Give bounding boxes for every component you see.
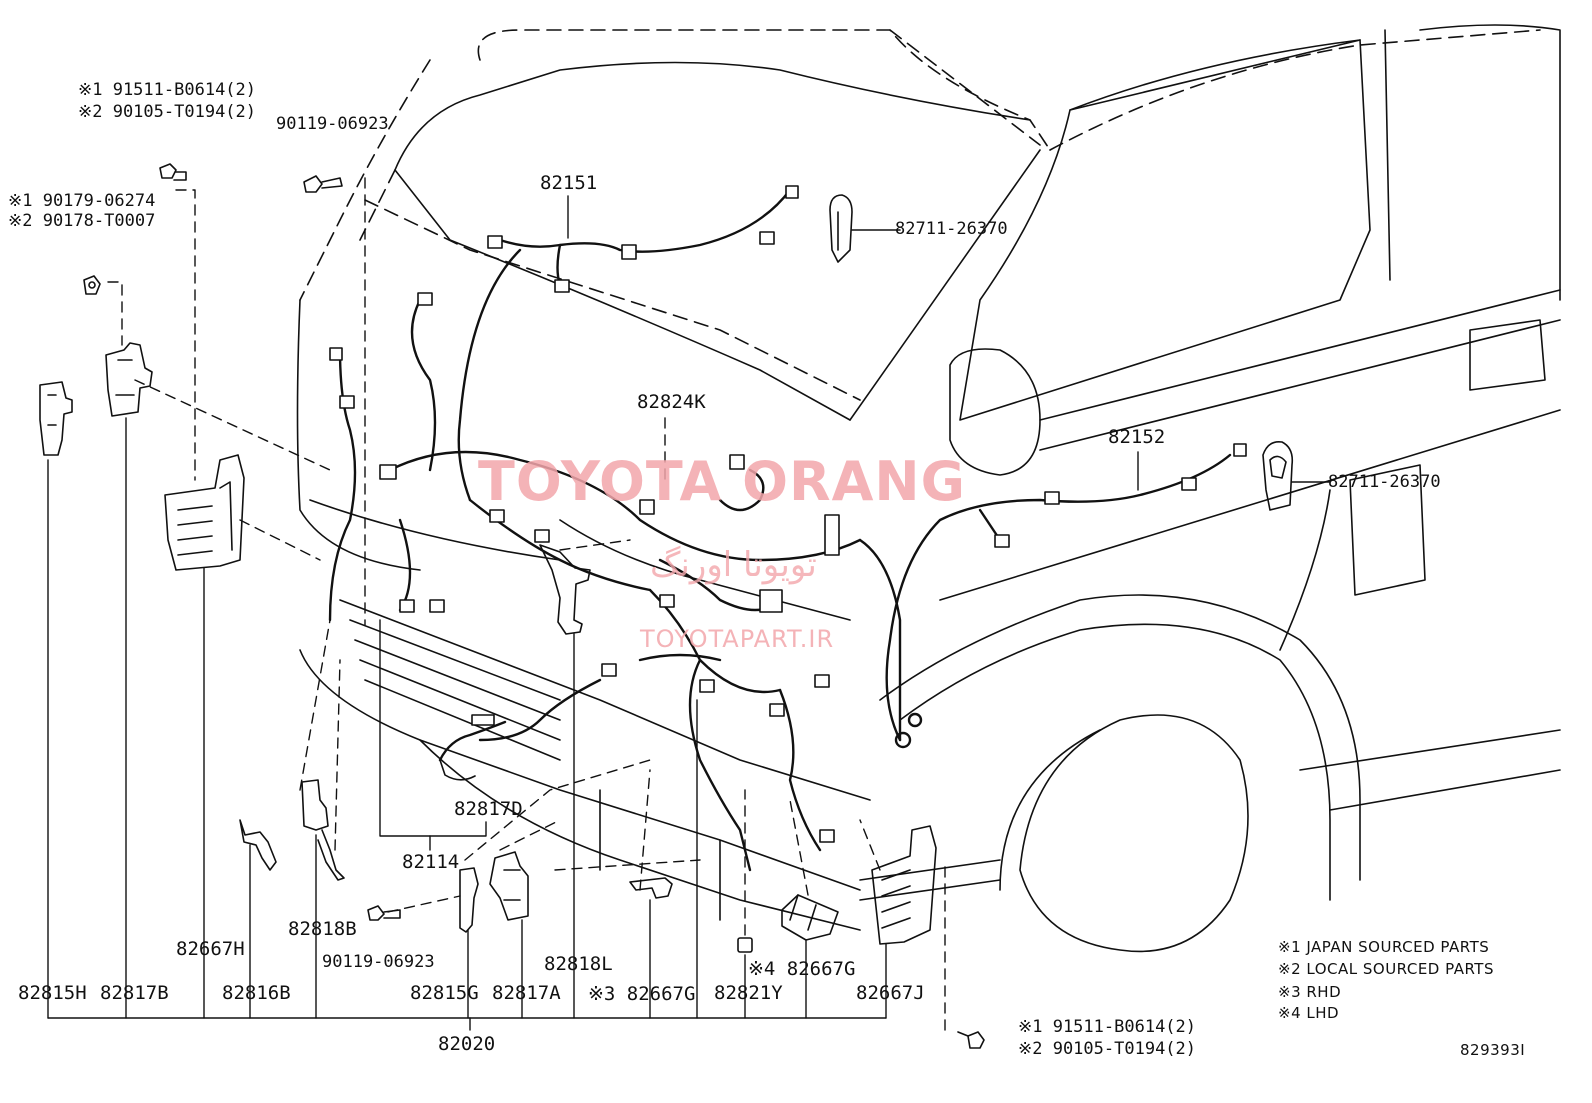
watermark-brand: TOYOTA ORANG xyxy=(478,450,966,513)
label-bolt-top-2: ※2 90105-T0194(2) xyxy=(78,102,257,122)
label-82151: 82151 xyxy=(540,172,598,194)
label-82817A: 82817A xyxy=(492,982,561,1004)
part-82818B xyxy=(301,779,345,881)
label-82817D: 82817D xyxy=(454,798,523,820)
note-japan-sourced: ※1 JAPAN SOURCED PARTS xyxy=(1278,938,1490,956)
clip-82711-top xyxy=(829,194,901,263)
harness-82151 xyxy=(328,188,902,872)
label-82667J: 82667J xyxy=(856,982,925,1004)
label-82818L: 82818L xyxy=(544,953,613,975)
label-82667H: 82667H xyxy=(176,938,245,960)
label-82711-top: 82711-26370 xyxy=(895,219,1008,239)
label-82667G-lhd: ※4 82667G xyxy=(748,958,856,980)
label-82818B: 82818B xyxy=(288,918,357,940)
label-bolt-bottom-1: ※1 91511-B0614(2) xyxy=(1018,1017,1197,1037)
solid-leaders xyxy=(47,195,1139,1031)
bolt-top-left xyxy=(159,163,187,181)
vehicle-body-outline xyxy=(299,29,1541,401)
label-82114: 82114 xyxy=(402,851,460,873)
label-nut-2: ※2 90178-T0007 xyxy=(8,211,156,231)
label-nut-1: ※1 90179-06274 xyxy=(8,191,156,211)
part-82815G xyxy=(459,867,479,933)
note-rhd: ※3 RHD xyxy=(1278,983,1342,1001)
note-local-sourced: ※2 LOCAL SOURCED PARTS xyxy=(1278,960,1494,978)
label-90119-top: 90119-06923 xyxy=(276,114,389,134)
part-82667J xyxy=(871,825,937,945)
nut-90179 xyxy=(83,275,101,295)
note-lhd: ※4 LHD xyxy=(1278,1004,1340,1022)
label-82667G-rhd: ※3 82667G xyxy=(588,983,696,1005)
part-82816B xyxy=(239,819,277,871)
label-82824K: 82824K xyxy=(637,391,706,413)
bolt-90119-top xyxy=(303,175,343,193)
part-82821Y xyxy=(737,937,753,953)
part-82667G-lhd xyxy=(781,894,839,941)
vehicle-body xyxy=(296,24,1561,953)
label-82020: 82020 xyxy=(438,1033,496,1055)
label-82821Y: 82821Y xyxy=(714,982,783,1004)
bolt-90119-bottom xyxy=(367,905,401,921)
label-82152: 82152 xyxy=(1108,426,1166,448)
watermark-site: TOYOTAPART.IR xyxy=(640,625,835,653)
label-82815G: 82815G xyxy=(410,982,479,1004)
part-82667G-rhd xyxy=(629,877,673,899)
part-82817A xyxy=(489,851,529,921)
part-82815H xyxy=(39,381,73,456)
part-82818L xyxy=(539,544,591,635)
label-90119-bottom: 90119-06923 xyxy=(322,952,435,972)
harness-connectors xyxy=(329,185,1247,843)
label-82815H: 82815H xyxy=(18,982,87,1004)
label-bolt-top-1: ※1 91511-B0614(2) xyxy=(78,80,257,100)
part-82667H xyxy=(164,454,245,571)
part-82817B xyxy=(105,342,153,417)
dashed-leaders xyxy=(107,177,946,1031)
label-82817B: 82817B xyxy=(100,982,169,1004)
figure-id: 829393I xyxy=(1460,1041,1526,1059)
label-82816B: 82816B xyxy=(222,982,291,1004)
label-82711-right: 82711-26370 xyxy=(1328,472,1441,492)
label-bolt-bottom-2: ※2 90105-T0194(2) xyxy=(1018,1039,1197,1059)
part-82817D xyxy=(438,720,507,781)
bolt-bottom-right xyxy=(957,1031,985,1049)
clip-82711-right xyxy=(1262,440,1331,511)
watermark-arabic: تویوتا اورنگ xyxy=(650,545,817,585)
